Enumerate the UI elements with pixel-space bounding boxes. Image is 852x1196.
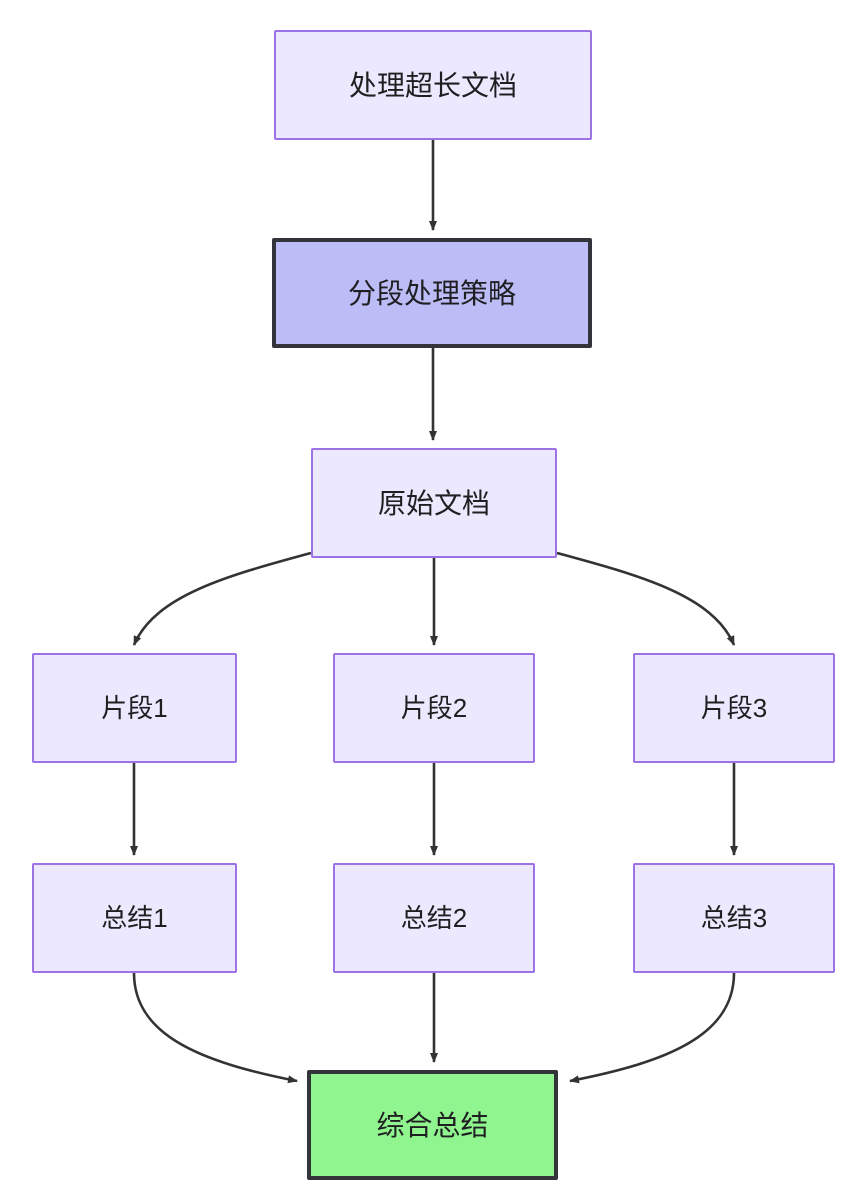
node-chunk-3[interactable]: 片段3 (633, 653, 835, 763)
node-process-long-document[interactable]: 处理超长文档 (274, 30, 592, 140)
node-summary-1[interactable]: 总结1 (32, 863, 237, 973)
node-summary-2[interactable]: 总结2 (333, 863, 535, 973)
node-label: 分段处理策略 (347, 277, 516, 309)
node-label: 原始文档 (377, 487, 490, 519)
edge-summary1-to-final (132, 972, 298, 1084)
node-summary-3[interactable]: 总结3 (633, 863, 835, 973)
node-source-document[interactable]: 原始文档 (311, 448, 557, 558)
node-label: 片段2 (400, 692, 468, 723)
edge-source-to-chunk1 (132, 551, 312, 646)
node-label: 总结2 (400, 902, 468, 933)
node-label: 片段3 (700, 692, 768, 723)
edge-summary3-to-final (569, 972, 736, 1084)
node-combined-summary[interactable]: 综合总结 (307, 1070, 558, 1180)
node-label: 总结1 (101, 902, 168, 933)
edge-source-to-chunk3 (556, 551, 736, 646)
node-label: 处理超长文档 (348, 69, 517, 101)
node-chunk-1[interactable]: 片段1 (32, 653, 237, 763)
node-chunk-2[interactable]: 片段2 (333, 653, 535, 763)
node-label: 片段1 (101, 692, 168, 723)
node-label: 总结3 (700, 902, 768, 933)
node-chunking-strategy[interactable]: 分段处理策略 (272, 238, 592, 348)
node-label: 综合总结 (376, 1109, 489, 1141)
